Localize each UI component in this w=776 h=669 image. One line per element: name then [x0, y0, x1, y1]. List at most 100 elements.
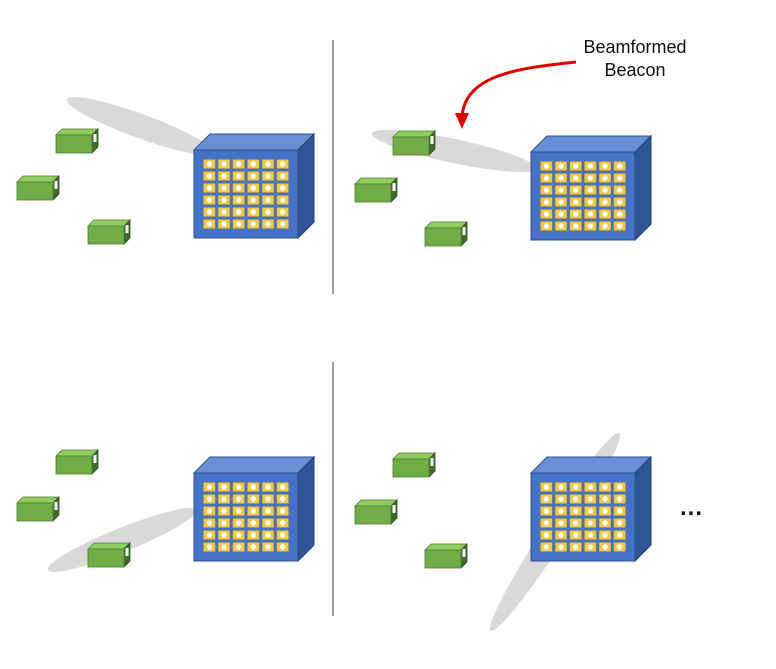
device-top-face	[392, 130, 436, 138]
antenna-element	[217, 518, 231, 528]
device-port	[54, 181, 58, 189]
antenna-element-core	[250, 496, 256, 502]
antenna-element-core	[558, 199, 564, 205]
antenna-element	[232, 195, 245, 205]
antenna-element-core	[206, 544, 212, 550]
antenna-element-core	[280, 508, 286, 514]
antenna-element-core	[280, 544, 286, 550]
antenna-element	[598, 530, 612, 540]
antenna-element-core	[265, 221, 271, 227]
antenna-element-core	[250, 209, 256, 215]
antenna-element	[276, 530, 289, 540]
antenna-element	[569, 494, 582, 504]
antenna-element-core	[573, 484, 579, 490]
device-front-face	[424, 227, 462, 247]
antenna-element-core	[587, 508, 593, 514]
antenna-element	[261, 219, 275, 229]
antenna-element	[540, 185, 553, 195]
antenna-element-core	[280, 221, 286, 227]
antenna-element-core	[265, 496, 271, 502]
antenna-element	[247, 207, 260, 217]
antenna-element-core	[602, 175, 608, 181]
device-front-face	[16, 181, 54, 201]
device-port	[125, 548, 129, 556]
antenna-element	[569, 506, 582, 516]
antenna-element-core	[543, 484, 549, 490]
antenna-element	[276, 159, 289, 169]
antenna-element	[261, 171, 275, 181]
antenna-element-core	[250, 532, 256, 538]
device-port	[430, 458, 434, 466]
antenna-element-core	[573, 211, 579, 217]
antenna-element	[217, 506, 231, 516]
antenna-element-core	[221, 532, 227, 538]
antenna-element	[276, 542, 289, 552]
antenna-element-core	[558, 163, 564, 169]
array-top-face	[529, 135, 653, 153]
antenna-element	[554, 518, 568, 528]
antenna-element-core	[280, 532, 286, 538]
antenna-element-core	[617, 223, 623, 229]
antenna-element-core	[617, 532, 623, 538]
antenna-element-core	[265, 544, 271, 550]
device-port	[54, 502, 58, 510]
antenna-element	[232, 207, 245, 217]
antenna-element	[569, 185, 582, 195]
antenna-element	[540, 161, 553, 171]
antenna-element	[554, 197, 568, 207]
antenna-element-core	[543, 175, 549, 181]
antenna-element	[217, 159, 231, 169]
antenna-element	[554, 221, 568, 231]
device-front-face	[16, 502, 54, 522]
device-front-face	[392, 458, 430, 478]
antenna-element	[276, 195, 289, 205]
antenna-element	[598, 518, 612, 528]
antenna-element	[247, 506, 260, 516]
antenna-element-core	[250, 197, 256, 203]
beam-lobe	[66, 97, 214, 155]
antenna-element-core	[280, 209, 286, 215]
antenna-element	[569, 161, 582, 171]
antenna-element-core	[617, 508, 623, 514]
antenna-element-core	[573, 223, 579, 229]
antenna-element	[569, 173, 582, 183]
antenna-element	[584, 185, 597, 195]
antenna-element-core	[280, 197, 286, 203]
antenna-element	[203, 482, 216, 492]
device-top-face	[87, 219, 131, 227]
antenna-element	[203, 506, 216, 516]
panel-top-right	[354, 129, 653, 247]
antenna-element-core	[558, 496, 564, 502]
antenna-element-core	[236, 161, 242, 167]
antenna-element-core	[250, 544, 256, 550]
antenna-element	[554, 185, 568, 195]
beacon-arrow-shaft	[460, 60, 577, 117]
antenna-element	[569, 542, 582, 552]
antenna-element	[203, 183, 216, 193]
antenna-element-core	[221, 496, 227, 502]
antenna-element	[584, 518, 597, 528]
antenna-element-core	[206, 508, 212, 514]
antenna-element	[276, 207, 289, 217]
beacon-arrow-head	[455, 113, 469, 129]
antenna-element	[613, 494, 626, 504]
antenna-element	[584, 173, 597, 183]
antenna-element	[613, 482, 626, 492]
antenna-element-core	[221, 520, 227, 526]
antenna-element	[613, 197, 626, 207]
antenna-element	[569, 530, 582, 540]
antenna-element-core	[250, 185, 256, 191]
antenna-element-core	[265, 532, 271, 538]
array-top-face	[529, 456, 653, 474]
more-steps-ellipsis: ...	[680, 494, 704, 521]
antenna-element-core	[573, 520, 579, 526]
antenna-element	[232, 219, 245, 229]
device-top-face	[354, 177, 398, 185]
antenna-element	[261, 482, 275, 492]
antenna-element	[203, 530, 216, 540]
beam-lobe	[47, 508, 197, 572]
antenna-element	[232, 542, 245, 552]
antenna-element-core	[573, 544, 579, 550]
antenna-element-core	[280, 185, 286, 191]
antenna-element-core	[236, 532, 242, 538]
